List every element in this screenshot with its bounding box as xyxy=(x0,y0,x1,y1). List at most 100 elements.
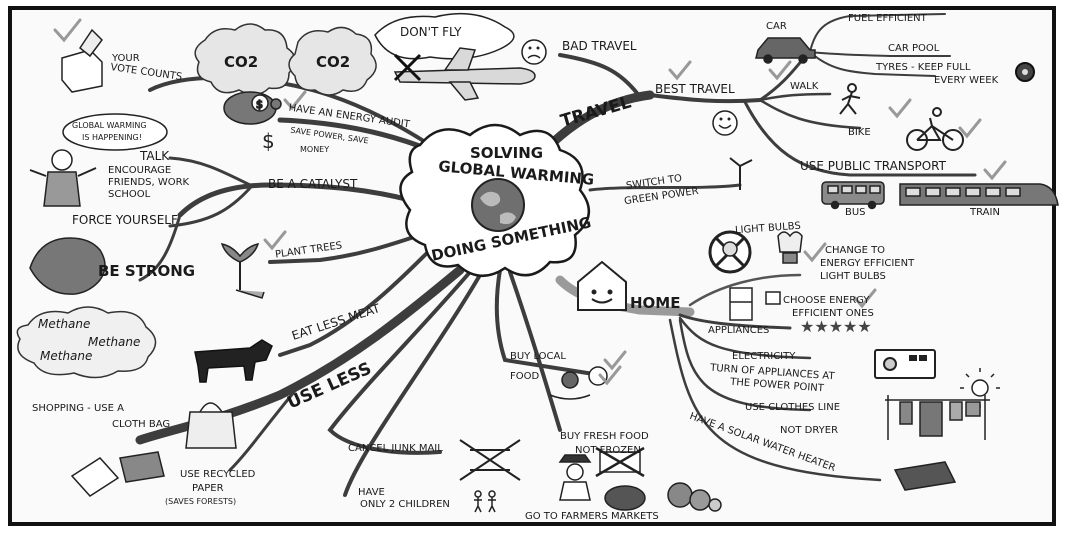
svg-text:★★★★★: ★★★★★ xyxy=(800,317,872,336)
branch-use-less xyxy=(135,265,465,445)
branch-children xyxy=(343,273,482,497)
methane-label-1: Methane xyxy=(38,317,91,331)
encourage-line3: SCHOOL xyxy=(108,189,151,200)
branch-food-local xyxy=(494,268,602,377)
vote-label-line1: YOUR xyxy=(112,53,140,64)
car-pool-label: CAR POOL xyxy=(888,43,940,54)
dollar-icon: $ xyxy=(262,129,275,153)
piggy-bank-icon: $ xyxy=(223,91,282,125)
branch-travel-bad xyxy=(558,53,642,99)
branch-walk xyxy=(758,92,832,102)
energy-star-rating: ★★★★★ xyxy=(800,317,872,336)
bicycle-icon xyxy=(906,107,964,151)
vegetables-icon xyxy=(604,482,722,512)
svg-text:$: $ xyxy=(256,98,263,111)
junk-mail-icon xyxy=(459,439,521,481)
be-a-catalyst-label: BE A CATALYST xyxy=(268,177,358,191)
clothes-line-label: USE CLOTHES LINE xyxy=(745,402,841,413)
co2-label-b: CO2 xyxy=(316,53,351,71)
bus-icon xyxy=(821,181,885,210)
recycled-paper-line1: USE RECYCLED xyxy=(180,469,256,480)
branch-plant xyxy=(268,233,422,264)
talk-label: TALK xyxy=(140,149,170,163)
center-title-line1: SOLVING xyxy=(470,144,544,162)
force-yourself-label: FORCE YOURSELF xyxy=(72,213,178,227)
branch-green-power xyxy=(588,183,742,192)
co2-cloud-icon xyxy=(194,23,296,96)
wind-turbine-icon xyxy=(729,157,753,190)
bus-label: BUS xyxy=(845,207,866,218)
save-money-line2: MONEY xyxy=(300,145,330,154)
co2-cloud-icon xyxy=(288,26,377,96)
bike-label: BIKE xyxy=(848,127,871,138)
walk-label: WALK xyxy=(790,81,819,92)
appliances-label: APPLIANCES xyxy=(708,325,770,336)
train-icon xyxy=(899,183,1059,206)
light-bulb-icon xyxy=(708,230,752,274)
fresh-food-line2: NOT FROZEN xyxy=(575,445,641,456)
frozen-food-icon xyxy=(595,446,645,478)
branch-bulbs xyxy=(688,273,802,307)
branch-meat xyxy=(278,248,432,357)
methane-label-2: Methane xyxy=(88,335,141,349)
choose-efficient-line2: EFFICIENT ONES xyxy=(792,308,874,319)
encourage-line2: FRIENDS, WORK xyxy=(108,177,190,188)
methane-label-3: Methane xyxy=(40,349,93,363)
farmer-icon xyxy=(558,454,592,501)
tree-icon xyxy=(220,243,265,299)
local-food-icon xyxy=(549,366,608,400)
house-icon xyxy=(577,260,627,311)
branch-strong xyxy=(138,213,182,282)
branch-fuel xyxy=(809,13,946,53)
power-point-icon xyxy=(874,349,936,379)
not-dryer-label: NOT DRYER xyxy=(780,425,839,436)
efficient-bulb-icon xyxy=(777,231,803,264)
check-mark-icon xyxy=(53,18,1007,386)
encourage-line1: ENCOURAGE xyxy=(108,165,172,176)
children-icon xyxy=(474,490,496,513)
tyres-label-line1: TYRES - KEEP FULL xyxy=(876,62,971,73)
clothes-line-icon xyxy=(885,395,990,440)
cow-icon xyxy=(194,339,273,383)
children-line2: ONLY 2 CHILDREN xyxy=(360,499,450,510)
ballot-box-icon xyxy=(61,28,103,93)
speech-line1: GLOBAL WARMING xyxy=(72,121,147,130)
speech-bubble xyxy=(62,113,168,151)
children-line1: HAVE xyxy=(358,487,385,498)
happy-face-icon xyxy=(712,110,738,136)
branch-force xyxy=(168,186,252,228)
bad-travel-label: BAD TRAVEL xyxy=(562,39,637,53)
recycled-paper-line3: (SAVES FORESTS) xyxy=(165,497,237,506)
bulbs-change-line1: CHANGE TO xyxy=(825,245,886,256)
bulbs-change-line3: LIGHT BULBS xyxy=(820,271,886,282)
shopping-line1: SHOPPING - USE A xyxy=(32,403,124,414)
fresh-food-line1: BUY FRESH FOOD xyxy=(560,431,649,442)
cloth-bag-icon xyxy=(185,402,237,449)
car-label: CAR xyxy=(766,21,787,32)
branch-tyres xyxy=(809,51,936,77)
branch-catalyst xyxy=(177,182,413,218)
buy-local-line1: BUY LOCAL xyxy=(510,351,566,362)
fuel-efficient-label: FUEL EFFICIENT xyxy=(848,13,927,24)
airplane-icon xyxy=(393,47,536,101)
dont-fly-label: DON'T FLY xyxy=(400,25,462,39)
branch-clothes xyxy=(678,318,812,412)
branch-transport xyxy=(743,100,977,177)
farmers-markets-label: GO TO FARMERS MARKETS xyxy=(525,511,659,522)
train-label: TRAIN xyxy=(970,207,1000,218)
branch-audit xyxy=(277,117,433,153)
appliance-icon xyxy=(729,287,781,321)
branch-bike xyxy=(758,98,862,130)
dont-fly-cloud xyxy=(374,12,515,60)
cross-icon xyxy=(393,53,422,82)
branch-carpool xyxy=(809,51,951,57)
branch-talk xyxy=(168,156,252,187)
speech-line2: IS HAPPENING! xyxy=(82,133,142,142)
walker-icon xyxy=(839,83,861,115)
tyres-label-line2: EVERY WEEK xyxy=(934,75,999,86)
solar-panel-icon xyxy=(893,461,957,491)
bulbs-change-line2: ENERGY EFFICIENT xyxy=(820,258,915,269)
strong-arm-icon xyxy=(29,237,106,295)
